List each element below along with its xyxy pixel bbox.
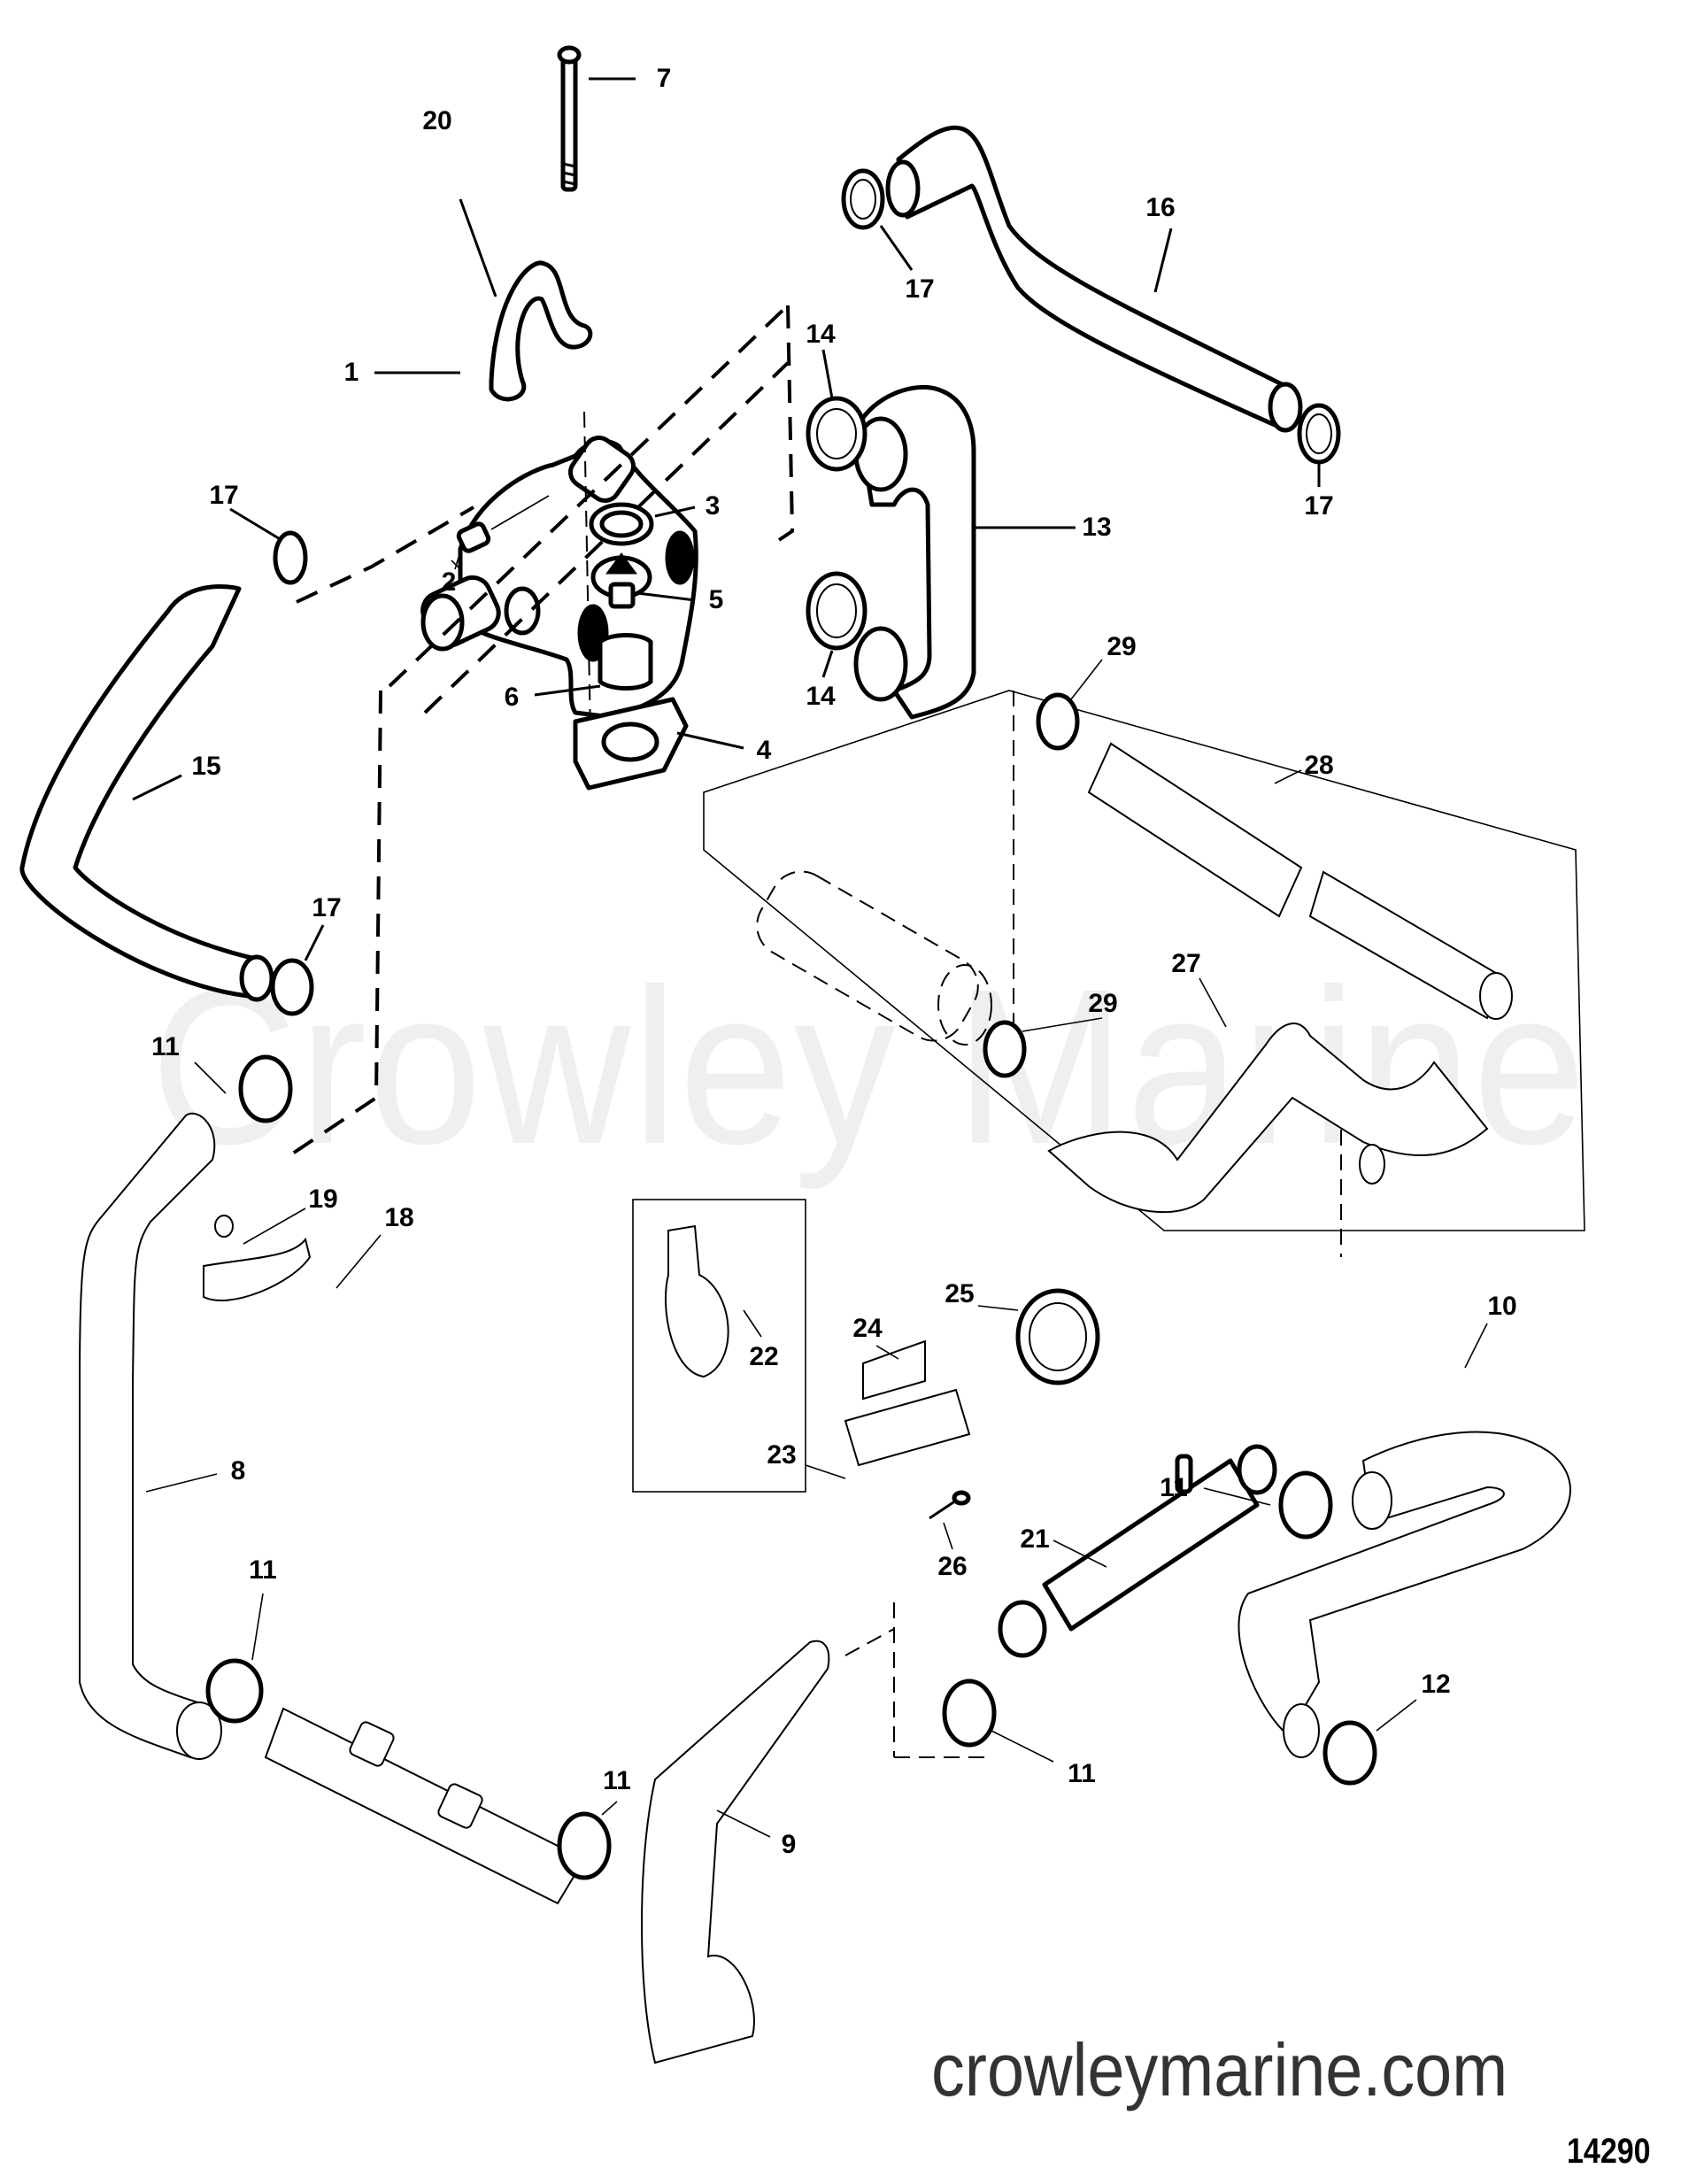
callout-18[interactable]: 18 — [384, 1203, 414, 1232]
callout-23[interactable]: 23 — [767, 1440, 797, 1470]
clip-22-box — [632, 1199, 806, 1493]
callout-9[interactable]: 9 — [781, 1830, 797, 1859]
pipe-assembly-drawing — [205, 1593, 618, 1905]
thermostat-5-drawing — [590, 552, 696, 609]
callout-13[interactable]: 13 — [1082, 513, 1112, 542]
callout-29[interactable]: 29 — [1088, 989, 1118, 1018]
clamp-18-19-drawing — [203, 1208, 382, 1301]
callout-8[interactable]: 8 — [230, 1456, 246, 1486]
callout-11[interactable]: 11 — [1068, 1759, 1096, 1788]
callout-17[interactable]: 17 — [312, 893, 342, 922]
o-ring-3-drawing — [589, 502, 696, 546]
brackets-23-24-drawing — [805, 1339, 971, 1479]
callout-11[interactable]: 11 — [151, 1032, 180, 1061]
hose-10-drawing — [1238, 1323, 1571, 1758]
hose-8-drawing — [79, 1113, 222, 1760]
clamp-12-drawing — [1322, 1699, 1417, 1786]
callout-14[interactable]: 14 — [806, 320, 836, 349]
callout-3[interactable]: 3 — [705, 491, 721, 521]
callout-4[interactable]: 4 — [756, 736, 772, 765]
hose-9-drawing — [641, 1628, 895, 2064]
callout-15[interactable]: 15 — [191, 752, 221, 781]
gasket-4-drawing — [573, 697, 744, 791]
clamp-17-mid-left-drawing — [270, 924, 325, 1016]
clamp-14-top-drawing — [806, 349, 867, 472]
callout-20[interactable]: 20 — [422, 106, 452, 135]
clamp-29-drawing — [983, 659, 1103, 1078]
callout-5[interactable]: 5 — [708, 585, 724, 614]
callout-21[interactable]: 21 — [1020, 1524, 1050, 1554]
clamp-14-lower-drawing — [806, 571, 867, 678]
clamp-17-left-drawing — [229, 507, 308, 585]
callout-12[interactable]: 12 — [1421, 1670, 1451, 1699]
callout-24[interactable]: 24 — [852, 1314, 883, 1343]
clamp-17-right-drawing — [1297, 403, 1341, 487]
callout-1[interactable]: 1 — [343, 358, 359, 387]
website-url[interactable]: crowleymarine.com — [931, 2028, 1508, 2111]
molded-hose-13-drawing — [853, 384, 1076, 720]
cooler-21-drawing — [893, 1444, 1277, 1758]
hose-16-drawing — [885, 125, 1303, 433]
callout-16[interactable]: 16 — [1145, 193, 1176, 222]
clamp-11-drawings — [942, 1470, 1333, 1763]
callout-26[interactable]: 26 — [937, 1552, 968, 1581]
callout-11[interactable]: 11 — [249, 1555, 277, 1585]
clamp-17-top-drawing — [841, 168, 914, 271]
plug-2-drawing — [451, 495, 550, 572]
bracket-20-drawing — [459, 198, 593, 402]
callout-11[interactable]: 11 — [603, 1766, 631, 1795]
clamp-25-drawing — [977, 1288, 1100, 1385]
callout-14[interactable]: 14 — [806, 682, 836, 711]
clamp-11-left-drawing — [194, 1054, 293, 1123]
callout-17[interactable]: 17 — [905, 274, 935, 304]
bolt-7-drawing — [557, 45, 636, 192]
callout-6[interactable]: 6 — [504, 683, 520, 712]
hose-28-drawing — [1087, 742, 1513, 1020]
callout-7[interactable]: 7 — [656, 64, 672, 93]
cooler-dashed-drawing — [756, 870, 992, 1046]
callout-28[interactable]: 28 — [1304, 751, 1334, 780]
callout-11[interactable]: 11 — [1160, 1473, 1188, 1502]
callout-2[interactable]: 2 — [441, 567, 457, 597]
callout-10[interactable]: 10 — [1487, 1292, 1517, 1321]
figure-number: 14290 — [1567, 2132, 1651, 2171]
screw-26-drawing — [929, 1490, 971, 1550]
callout-22[interactable]: 22 — [749, 1342, 779, 1371]
callout-17[interactable]: 17 — [209, 481, 239, 510]
callout-29[interactable]: 29 — [1107, 632, 1137, 661]
callout-17[interactable]: 17 — [1304, 491, 1334, 521]
callout-19[interactable]: 19 — [308, 1185, 338, 1214]
callout-27[interactable]: 27 — [1171, 949, 1201, 978]
hose-15-drawing — [19, 584, 274, 1002]
sleeve-6-drawing — [534, 633, 653, 697]
hose-27-drawing — [1047, 977, 1489, 1214]
assembly-lines-top — [281, 304, 795, 1161]
callout-25[interactable]: 25 — [945, 1279, 975, 1308]
